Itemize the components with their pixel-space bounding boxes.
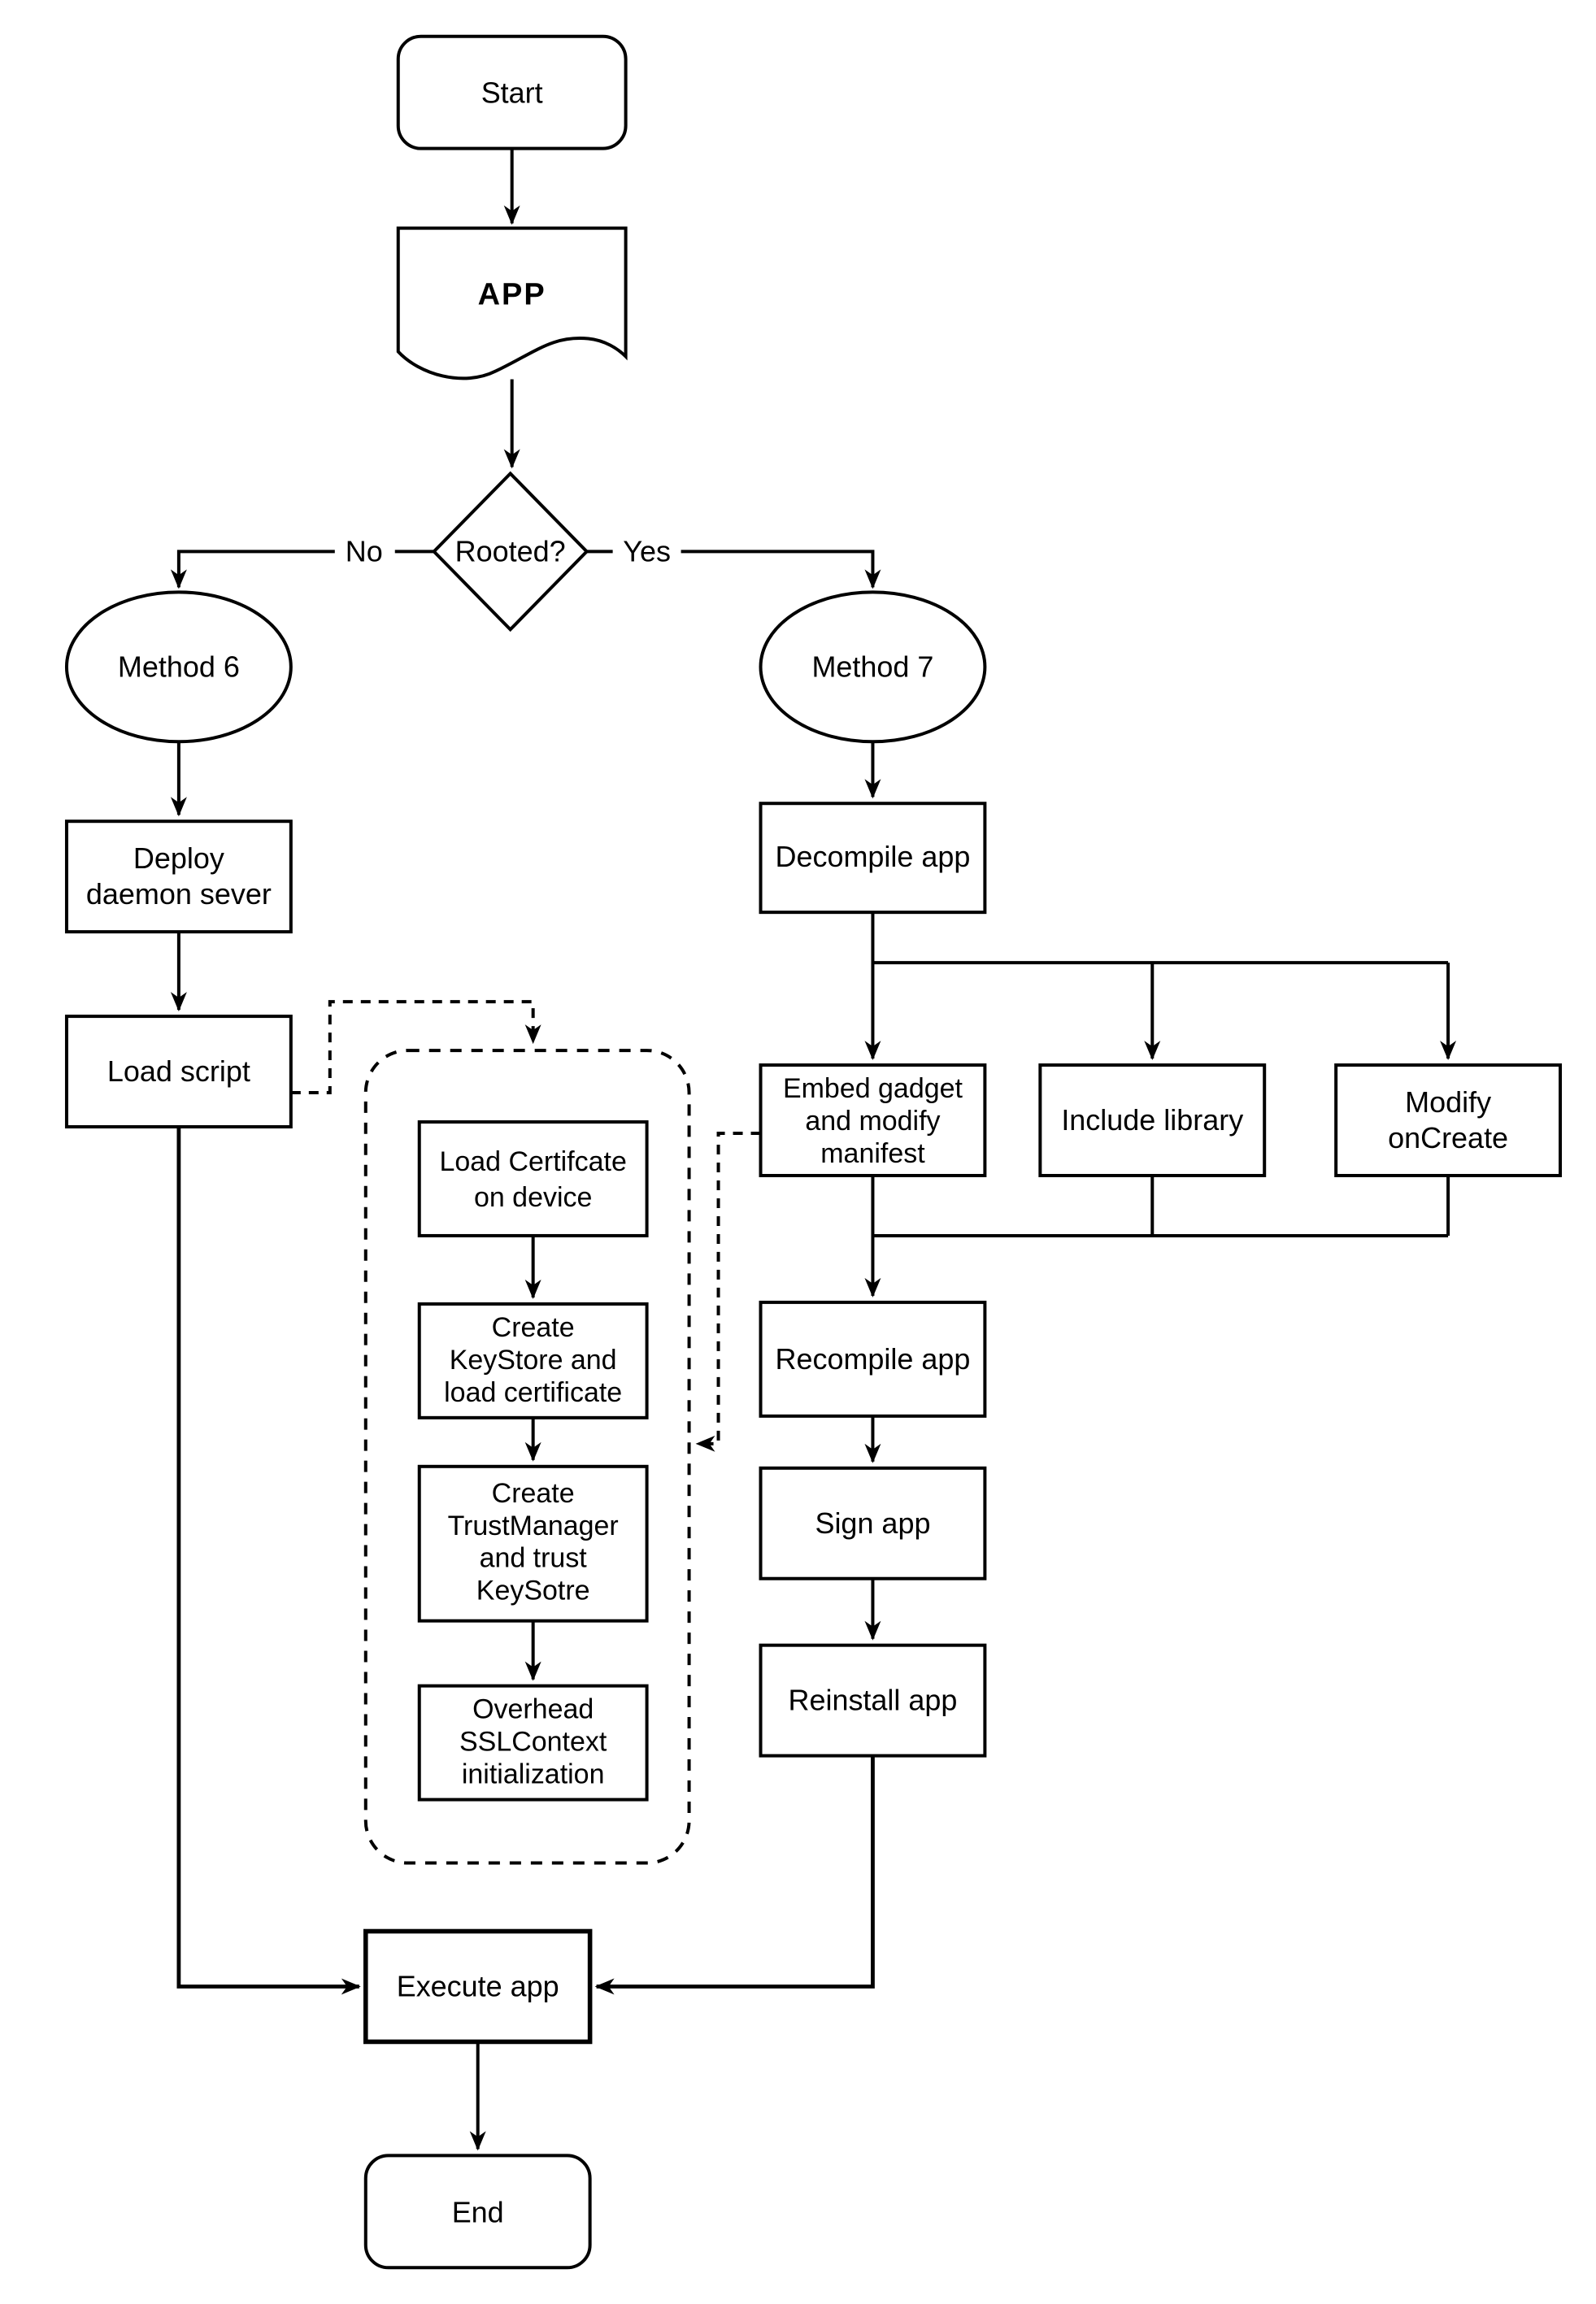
edge-rooted-no-method6 bbox=[170, 550, 434, 589]
node-create-trustmanager: Create TrustManager and trust KeySotre bbox=[417, 1464, 649, 1623]
reinstall-shape bbox=[759, 1643, 987, 1758]
node-reinstall-app: Reinstall app bbox=[759, 1643, 987, 1758]
create-keystore-shape bbox=[417, 1302, 649, 1419]
decompile-shape bbox=[759, 802, 987, 915]
create-keystore-label-line3: load certificate bbox=[444, 1377, 622, 1408]
no-label: No bbox=[346, 534, 383, 567]
node-embed-gadget: Embed gadget and modify manifest bbox=[759, 1063, 987, 1177]
decompile-label: Decompile app bbox=[775, 840, 970, 873]
edge-loadscript-execute bbox=[176, 1127, 361, 1995]
sign-label: Sign app bbox=[815, 1506, 930, 1540]
node-app: APP bbox=[396, 226, 628, 380]
embed-label-line3: manifest bbox=[820, 1138, 925, 1169]
edge-label-yes: Yes bbox=[612, 533, 681, 570]
include-library-shape bbox=[1038, 1063, 1267, 1177]
create-keystore-label-line1: Create bbox=[492, 1312, 575, 1343]
create-keystore-label-line2: KeyStore and bbox=[450, 1345, 617, 1376]
modify-oncreate-label-line1: Modify bbox=[1405, 1085, 1491, 1119]
no-label-halo bbox=[334, 533, 395, 570]
edge-loadscript-certcontainer-dashed bbox=[290, 1000, 541, 1095]
yes-label-halo bbox=[612, 533, 681, 570]
node-load-script: Load script bbox=[64, 1015, 293, 1129]
edge-embed-certcontainer-dashed bbox=[695, 1132, 761, 1452]
load-script-label: Load script bbox=[107, 1054, 250, 1088]
node-deploy-daemon-server: Deploy daemon sever bbox=[64, 819, 293, 934]
create-trustmanager-label-line3: and trust bbox=[480, 1543, 588, 1574]
load-certificate-shape bbox=[417, 1120, 649, 1237]
method7-ellipse-shape bbox=[759, 590, 987, 744]
deploy-label-line1: Deploy bbox=[133, 841, 224, 875]
node-modify-oncreate: Modify onCreate bbox=[1334, 1063, 1563, 1177]
reinstall-label: Reinstall app bbox=[788, 1684, 957, 1717]
deploy-shape bbox=[64, 819, 293, 934]
overhead-label-line2: SSLContext bbox=[459, 1727, 607, 1758]
edge-rooted-yes-method7 bbox=[586, 550, 881, 589]
execute-shape bbox=[363, 1928, 593, 2045]
node-method7: Method 7 bbox=[759, 590, 987, 744]
node-decompile-app: Decompile app bbox=[759, 802, 987, 915]
create-trustmanager-label-line4: KeySotre bbox=[476, 1576, 590, 1606]
node-overhead-sslcontext: Overhead SSLContext initialization bbox=[417, 1684, 649, 1802]
node-create-keystore: Create KeyStore and load certificate bbox=[417, 1302, 649, 1419]
recompile-label: Recompile app bbox=[775, 1342, 970, 1376]
node-sign-app: Sign app bbox=[759, 1466, 987, 1580]
node-load-certificate: Load Certifcate on device bbox=[417, 1120, 649, 1237]
embed-shape bbox=[759, 1063, 987, 1177]
edge-label-no: No bbox=[334, 533, 395, 570]
overhead-label-line1: Overhead bbox=[472, 1694, 594, 1725]
node-execute-app: Execute app bbox=[363, 1928, 593, 2045]
node-method6: Method 6 bbox=[64, 590, 293, 744]
create-trustmanager-shape bbox=[417, 1464, 649, 1623]
embed-label-line1: Embed gadget bbox=[783, 1073, 963, 1104]
overhead-sslcontext-shape bbox=[417, 1684, 649, 1802]
app-document-shape bbox=[396, 226, 628, 380]
create-trustmanager-label-line2: TrustManager bbox=[448, 1511, 619, 1541]
recompile-shape bbox=[759, 1300, 987, 1418]
load-certificate-label-line1: Load Certifcate bbox=[439, 1146, 626, 1177]
sign-shape bbox=[759, 1466, 987, 1580]
node-end: End bbox=[363, 2154, 592, 2270]
end-shape bbox=[363, 2154, 592, 2270]
end-label: End bbox=[452, 2195, 504, 2228]
embed-label-line2: and modify bbox=[805, 1106, 940, 1137]
method7-label: Method 7 bbox=[811, 650, 933, 683]
app-label: APP bbox=[478, 278, 546, 312]
rooted-diamond-shape bbox=[431, 471, 589, 633]
node-start: Start bbox=[396, 34, 628, 150]
load-script-shape bbox=[64, 1015, 293, 1129]
create-trustmanager-label-line1: Create bbox=[492, 1478, 575, 1509]
rooted-label: Rooted? bbox=[455, 534, 566, 567]
node-recompile-app: Recompile app bbox=[759, 1300, 987, 1418]
method6-ellipse-shape bbox=[64, 590, 293, 744]
deploy-label-line2: daemon sever bbox=[86, 877, 272, 911]
include-library-label: Include library bbox=[1061, 1103, 1243, 1137]
execute-label: Execute app bbox=[397, 1969, 559, 2002]
overhead-label-line3: initialization bbox=[462, 1759, 605, 1790]
node-rooted-decision: Rooted? bbox=[431, 471, 589, 633]
load-certificate-label-line2: on device bbox=[474, 1182, 592, 1213]
node-include-library: Include library bbox=[1038, 1063, 1267, 1177]
start-shape bbox=[396, 34, 628, 150]
modify-oncreate-label-line2: onCreate bbox=[1388, 1121, 1508, 1154]
edge-reinstall-execute bbox=[594, 1755, 875, 1995]
method6-label: Method 6 bbox=[118, 650, 240, 683]
yes-label: Yes bbox=[623, 534, 671, 567]
start-label: Start bbox=[481, 76, 543, 110]
modify-oncreate-shape bbox=[1334, 1063, 1563, 1177]
